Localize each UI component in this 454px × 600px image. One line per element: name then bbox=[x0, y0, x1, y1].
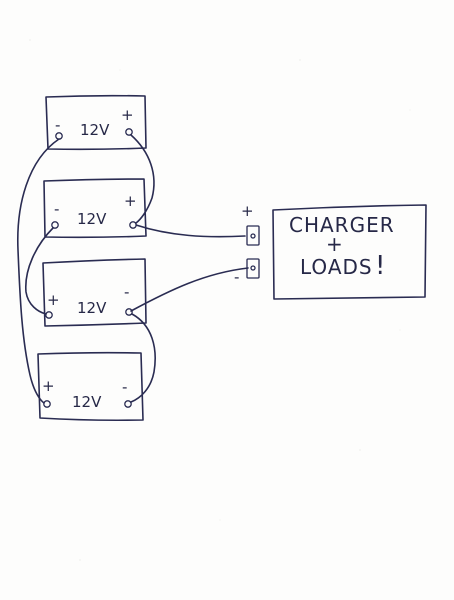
connector-minus-screw bbox=[250, 265, 256, 271]
battery-3-outline bbox=[42, 258, 147, 327]
exclamation-mark: ! bbox=[375, 251, 386, 281]
battery-1-positive-terminal bbox=[125, 128, 133, 136]
battery-3-label: 12V bbox=[77, 299, 107, 317]
battery-2-left-sign: - bbox=[54, 200, 59, 218]
connector-minus-terminal bbox=[246, 258, 260, 279]
battery-4: + - 12V bbox=[37, 351, 144, 422]
battery-1-label: 12V bbox=[80, 121, 110, 139]
paper-texture bbox=[29, 39, 411, 561]
wire-b1-pos-to-b2-pos bbox=[130, 134, 155, 224]
battery-3-positive-terminal bbox=[45, 311, 53, 319]
battery-3-right-sign: - bbox=[124, 283, 129, 301]
battery-4-outline bbox=[37, 351, 144, 422]
connector-plus-screw bbox=[250, 233, 256, 239]
wire-b2-neg-to-b3-pos bbox=[25, 227, 54, 315]
battery-4-right-sign: - bbox=[122, 378, 127, 396]
battery-4-positive-terminal bbox=[43, 400, 51, 408]
wires bbox=[16, 134, 249, 404]
battery-3-negative-terminal bbox=[125, 308, 133, 316]
loads-label: LOADS bbox=[300, 255, 373, 279]
battery-2-outline bbox=[43, 178, 147, 239]
battery-2-negative-terminal bbox=[51, 221, 59, 229]
battery-2-label: 12V bbox=[77, 210, 107, 228]
connector-minus-sign: - bbox=[234, 268, 239, 286]
battery-3-left-sign: + bbox=[47, 291, 60, 309]
connector-plus-terminal bbox=[246, 225, 260, 246]
connector-plus-sign: + bbox=[241, 202, 254, 220]
wire-b2-pos-to-plus bbox=[135, 224, 246, 238]
battery-1: - + 12V bbox=[45, 94, 147, 151]
charger-label: CHARGER bbox=[289, 213, 395, 237]
battery-1-outline bbox=[45, 94, 147, 151]
battery-4-left-sign: + bbox=[42, 377, 55, 395]
battery-3: + - 12V bbox=[42, 258, 147, 327]
battery-2: - + 12V bbox=[43, 178, 147, 239]
battery-2-right-sign: + bbox=[124, 192, 137, 210]
charger-loads-box: CHARGER + LOADS ! bbox=[272, 204, 427, 300]
wire-b1-neg-to-b4-pos bbox=[16, 138, 60, 404]
battery-1-right-sign: + bbox=[121, 106, 134, 124]
battery-4-negative-terminal bbox=[124, 400, 132, 408]
battery-4-label: 12V bbox=[72, 393, 102, 411]
connector: + - bbox=[234, 202, 260, 286]
charger-box-outline bbox=[272, 204, 427, 300]
battery-1-left-sign: - bbox=[55, 116, 60, 134]
wire-b3-neg-to-minus bbox=[130, 267, 249, 312]
wire-b3-neg-to-b4-neg bbox=[130, 313, 156, 403]
plus-label: + bbox=[326, 232, 344, 256]
